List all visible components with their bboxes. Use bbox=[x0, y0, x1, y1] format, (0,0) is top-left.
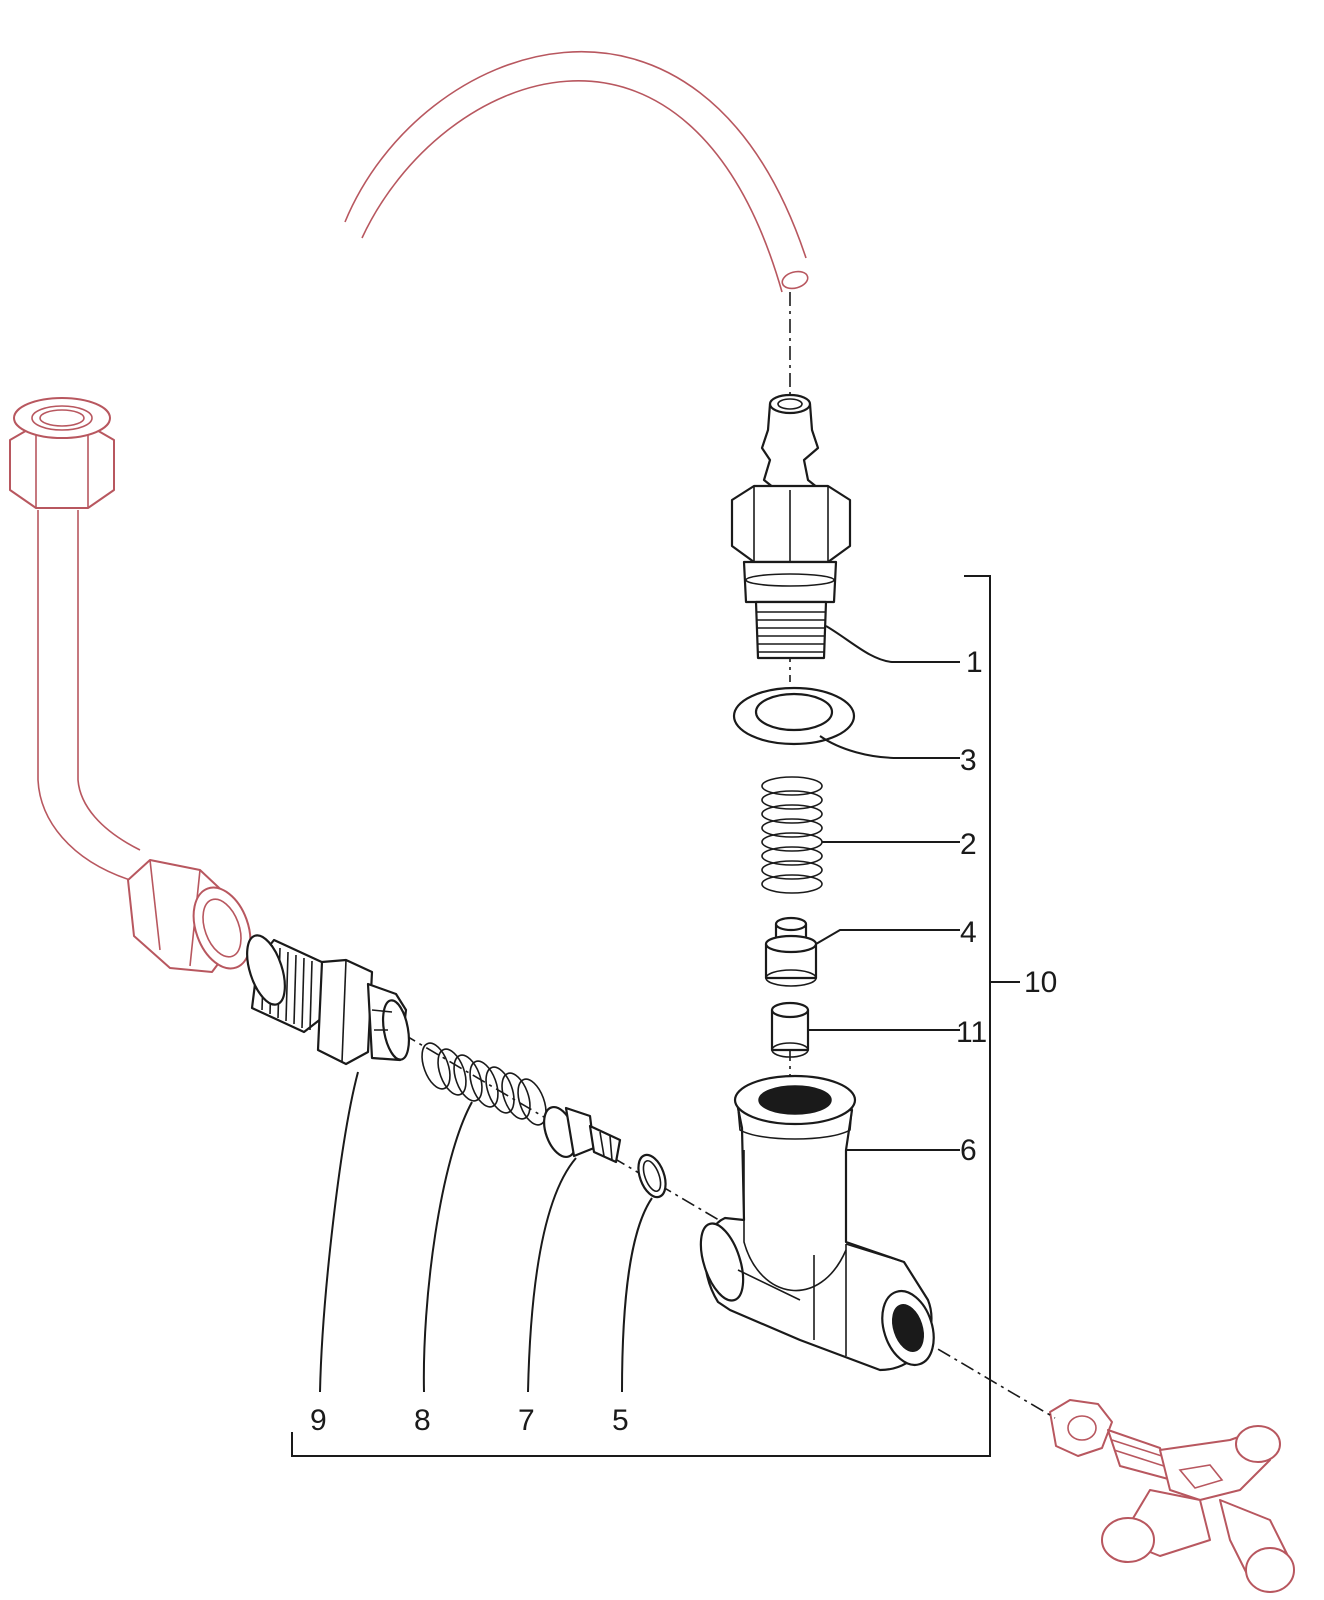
part-4-seat bbox=[764, 916, 818, 987]
callout-7: 7 bbox=[518, 1404, 535, 1437]
part-6-elbow-body bbox=[699, 1074, 935, 1372]
part-2-spring bbox=[761, 776, 823, 894]
callout-2: 2 bbox=[960, 828, 977, 861]
callout-1: 1 bbox=[966, 646, 983, 679]
part-3-washer bbox=[732, 686, 856, 746]
part-11-insert bbox=[770, 1001, 810, 1058]
callout-6: 6 bbox=[960, 1134, 977, 1167]
hose-context bbox=[344, 51, 809, 293]
tube-assembly-context bbox=[9, 397, 252, 973]
callout-4: 4 bbox=[960, 916, 977, 949]
callout-10: 10 bbox=[1024, 966, 1057, 999]
part-1-barb-fitting bbox=[730, 393, 852, 660]
part-8-spring bbox=[421, 1042, 547, 1126]
callout-8: 8 bbox=[414, 1404, 431, 1437]
part-5-o-ring bbox=[637, 1153, 667, 1199]
callout-5: 5 bbox=[612, 1404, 629, 1437]
cross-fitting-context bbox=[1049, 1399, 1295, 1593]
part-7-poppet bbox=[543, 1106, 622, 1164]
leader-lines bbox=[291, 575, 1020, 1457]
part-9-threaded-fitting bbox=[246, 934, 411, 1066]
callout-11: 11 bbox=[956, 1016, 987, 1049]
callout-labels: 1 3 2 4 10 11 6 9 8 7 5 bbox=[310, 646, 1057, 1437]
callout-3: 3 bbox=[960, 744, 977, 777]
callout-9: 9 bbox=[310, 1404, 327, 1437]
